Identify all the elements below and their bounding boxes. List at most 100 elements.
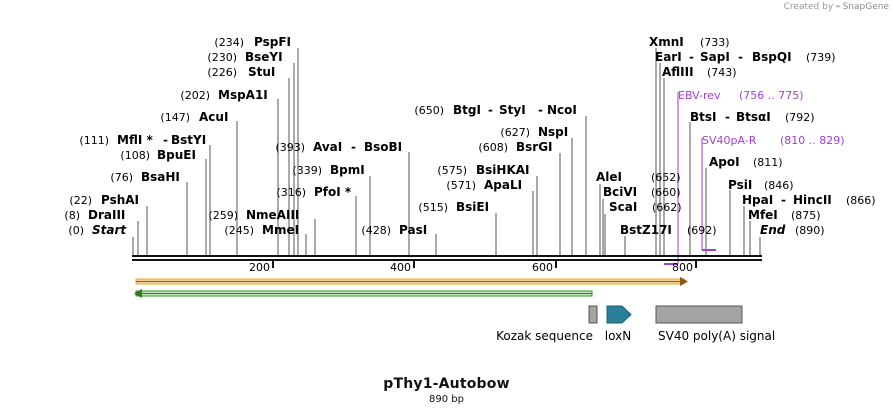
snapgene-logo-icon: ⌁: [835, 2, 841, 12]
enzyme-label: MfeI: [748, 208, 778, 222]
enzyme-label: StyI: [499, 103, 526, 117]
enzyme-label: BsiHKAI: [476, 163, 530, 177]
site-position: (202): [180, 89, 210, 102]
site-position: (739): [806, 51, 836, 64]
site-position: (8): [64, 209, 80, 222]
site-position: (571): [446, 179, 476, 192]
site-position: (245): [224, 224, 254, 237]
enzyme-label: NmeAIII: [246, 208, 299, 222]
map-length: 890 bp: [429, 394, 464, 405]
axis-tick-label: 600: [532, 261, 553, 274]
axis-tick-label: 400: [390, 261, 411, 274]
site-position: (627): [500, 126, 530, 139]
site-position: (22): [69, 194, 92, 207]
enzyme-label: BpuEI: [157, 148, 196, 162]
primer-label: EBV-rev: [678, 89, 721, 102]
feature-label-sv40-polya: SV40 poly(A) signal: [658, 329, 775, 343]
enzyme-label: BseYI: [245, 50, 283, 64]
site-position: (846): [764, 179, 794, 192]
feature-label-loxn: loxN: [605, 329, 631, 343]
enzyme-label: HincII: [793, 193, 832, 207]
enzyme-label: PsiI: [728, 178, 752, 192]
enzyme-separator: -: [738, 50, 743, 64]
enzyme-label: NcoI: [547, 103, 577, 117]
enzyme-label: BtsI: [690, 110, 717, 124]
site-position: (428): [361, 224, 391, 237]
site-position: (875): [791, 209, 821, 222]
enzyme-label: ApoI: [709, 155, 740, 169]
enzyme-label: PfoI *: [314, 185, 352, 199]
enzyme-label: HpaI: [742, 193, 773, 207]
axis-tick-label: 200: [249, 261, 270, 274]
enzyme-label: BtgI: [453, 103, 481, 117]
enzyme-label-end: End: [760, 223, 786, 237]
site-connector-lines: [132, 48, 761, 256]
enzyme-label: XmnI: [649, 35, 684, 49]
site-position: (234): [214, 36, 244, 49]
orf-forward-arrow: [135, 277, 688, 286]
enzyme-label: BtsαI: [736, 110, 771, 124]
site-position: (608): [478, 141, 508, 154]
enzyme-label: DraIII: [88, 208, 125, 222]
enzyme-separator: -: [163, 133, 168, 147]
enzyme-separator: -: [351, 140, 356, 154]
enzyme-label: ScaI: [609, 200, 637, 214]
enzyme-label: AcuI: [199, 110, 228, 124]
enzyme-label: PshAI: [101, 193, 139, 207]
enzyme-separator: -: [689, 50, 694, 64]
enzyme-label: PasI: [399, 223, 427, 237]
site-position: (76): [110, 171, 133, 184]
sequence-backbone: [132, 255, 762, 261]
watermark-brand: SnapGene: [842, 2, 889, 12]
enzyme-label: ApaLI: [484, 178, 522, 192]
enzyme-label: BsrGI: [516, 140, 553, 154]
site-position: (652): [651, 171, 681, 184]
primer-range: (810 .. 829): [780, 134, 845, 147]
enzyme-label: SapI: [700, 50, 730, 64]
site-position: (650): [414, 104, 444, 117]
enzyme-label: PspFI: [254, 35, 291, 49]
site-position: (108): [120, 149, 150, 162]
enzyme-label: BstZ17I: [620, 223, 672, 237]
enzyme-label: AvaI: [313, 140, 342, 154]
enzyme-label: BpmI: [330, 163, 365, 177]
site-position: (0): [68, 224, 84, 237]
orf-reverse-arrow: [134, 289, 593, 298]
feature-label-kozak: Kozak sequence: [496, 329, 593, 343]
sv40-polya-feature: [655, 305, 743, 324]
enzyme-separator: -: [488, 103, 493, 117]
site-position: (515): [418, 201, 448, 214]
enzyme-label: BciVI: [603, 185, 637, 199]
enzyme-label: BsiEI: [456, 200, 489, 214]
site-position: (393): [275, 141, 305, 154]
enzyme-separator: -: [725, 110, 730, 124]
enzyme-label: BsaHI: [141, 170, 180, 184]
enzyme-label: BspQI: [752, 50, 792, 64]
primer-range: (756 .. 775): [739, 89, 804, 102]
site-position: (147): [160, 111, 190, 124]
enzyme-label: MmeI: [262, 223, 299, 237]
enzyme-label: BsoBI: [364, 140, 402, 154]
map-title-block: pThy1-Autobow 890 bp: [0, 376, 893, 405]
map-title: pThy1-Autobow: [383, 376, 510, 392]
site-position: (339): [292, 164, 322, 177]
primer-label: SV40pA-R: [702, 134, 757, 147]
site-position: (890): [795, 224, 825, 237]
site-position: (792): [785, 111, 815, 124]
site-position: (660): [651, 186, 681, 199]
site-position: (733): [700, 36, 730, 49]
enzyme-label: StuI: [248, 65, 275, 79]
enzyme-label: BstYI: [171, 133, 206, 147]
site-position: (743): [707, 66, 737, 79]
enzyme-separator: -: [781, 193, 786, 207]
kozak-sequence-feature: [588, 305, 598, 324]
site-position: (811): [753, 156, 783, 169]
enzyme-label: AflIII: [662, 65, 694, 79]
primer-markers: [664, 92, 716, 265]
snapgene-watermark: Created by ⌁ SnapGene: [784, 2, 889, 12]
site-position: (316): [276, 186, 306, 199]
enzyme-label: MflI *: [117, 133, 153, 147]
site-position: (226): [207, 66, 237, 79]
site-position: (866): [846, 194, 876, 207]
